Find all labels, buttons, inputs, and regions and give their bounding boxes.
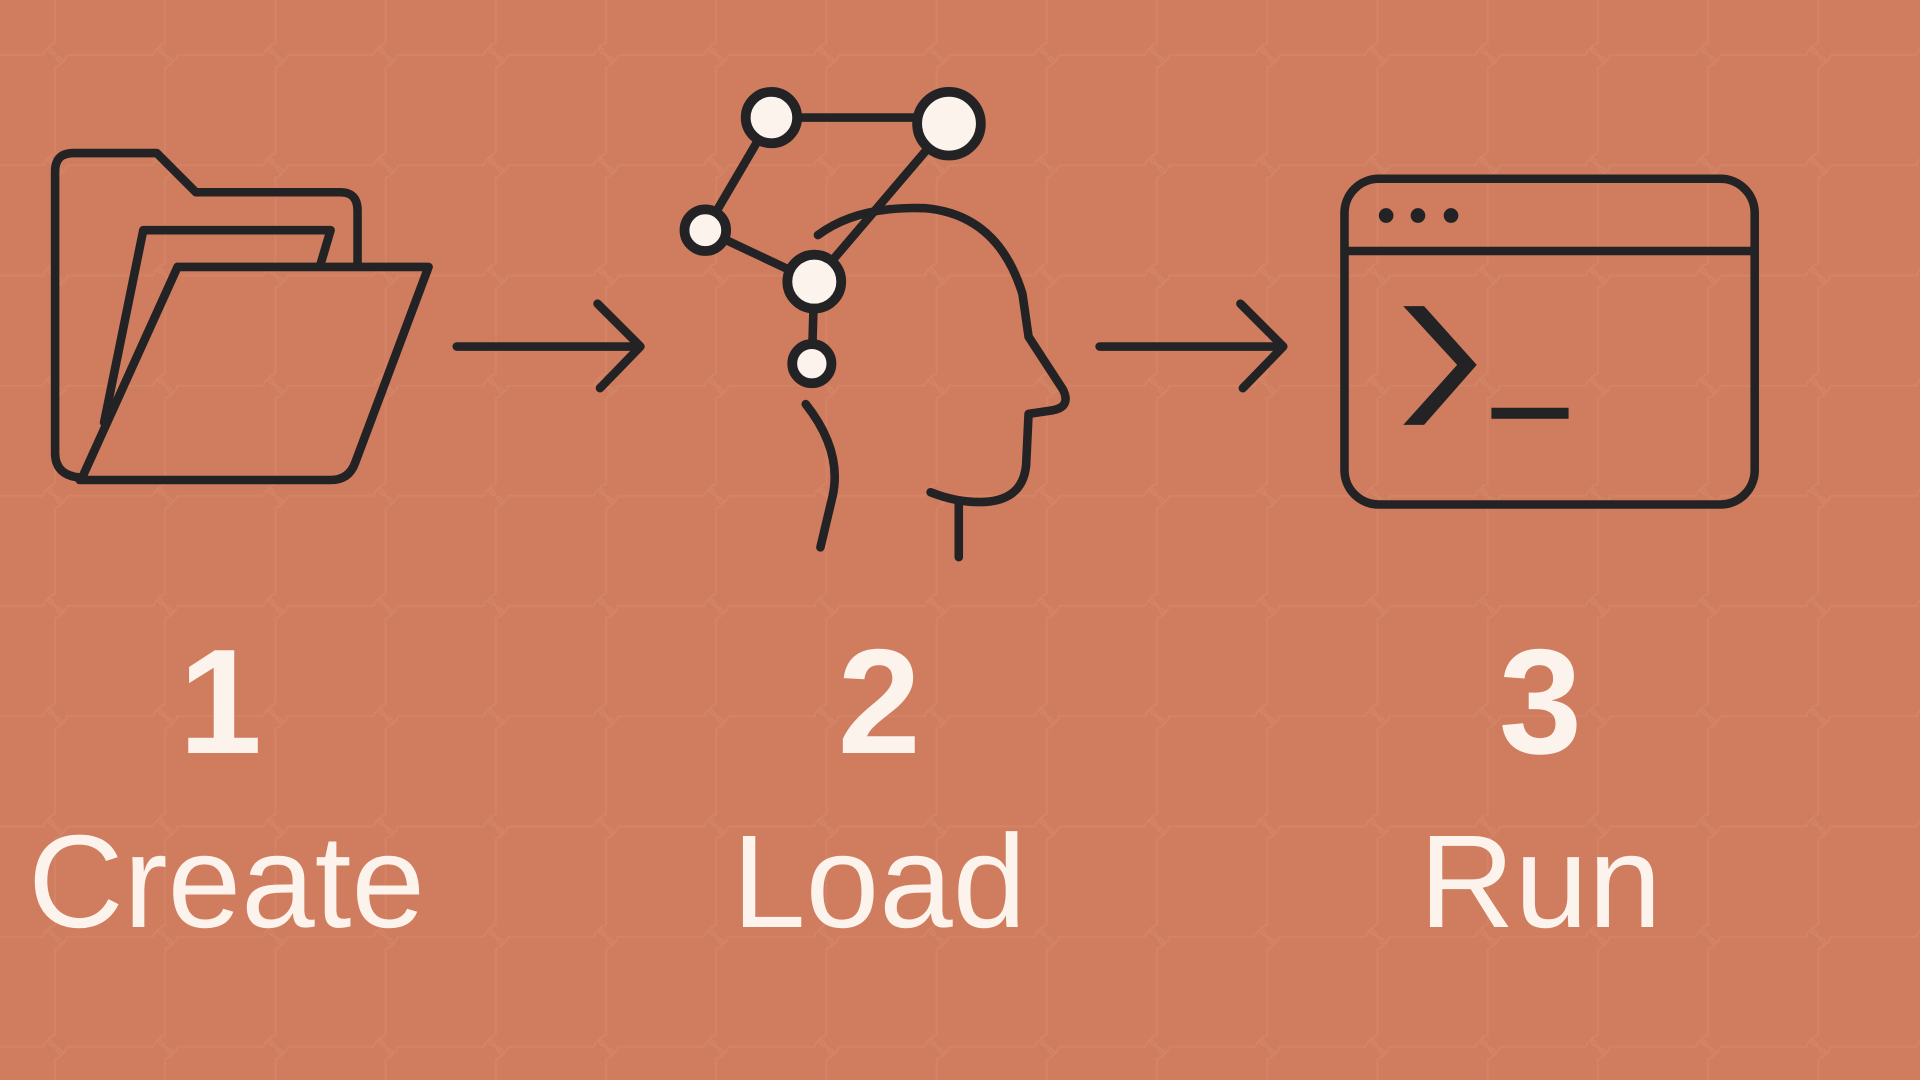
arrow-right-icon: [1095, 299, 1288, 393]
arrow-right-icon: [452, 299, 645, 393]
step-label: Create: [28, 808, 425, 956]
terminal-window-icon: [1340, 174, 1759, 509]
head-network-icon: [679, 86, 1070, 562]
folder-icon: [50, 148, 433, 485]
step-number: 2: [838, 618, 921, 785]
step-number: 1: [179, 618, 262, 785]
step-label: Run: [1419, 808, 1662, 956]
step-label: Load: [732, 808, 1026, 956]
step-number: 3: [1499, 618, 1582, 785]
